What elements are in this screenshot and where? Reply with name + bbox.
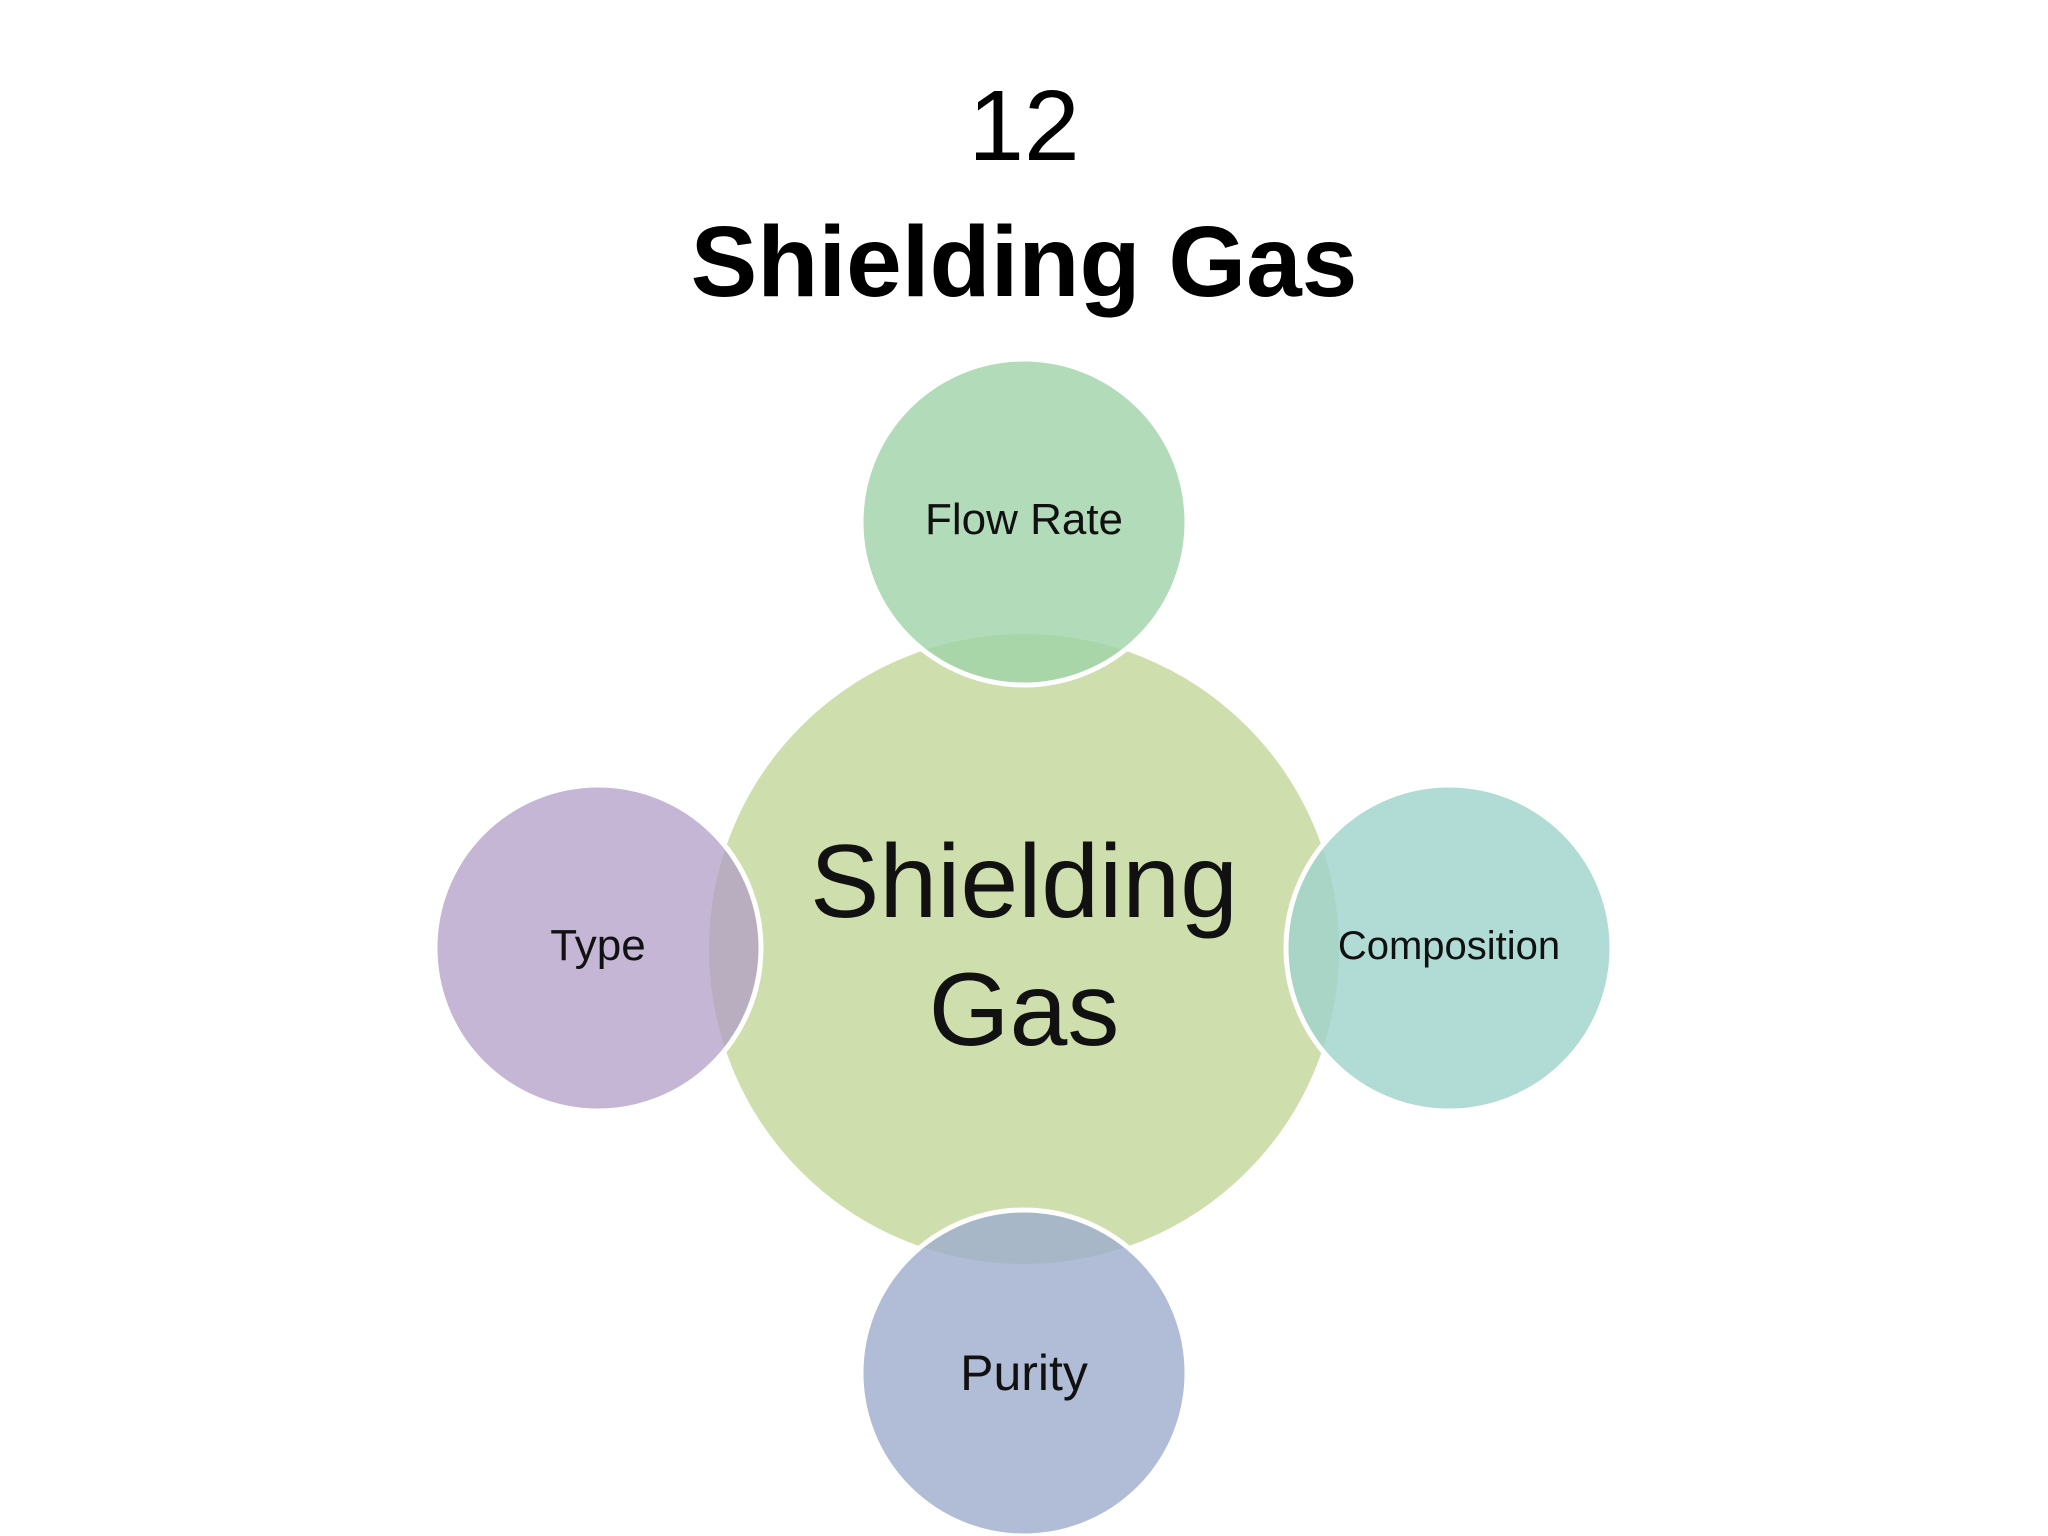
center-label: Shielding Gas bbox=[724, 818, 1324, 1074]
node-label-purity: Purity bbox=[960, 1345, 1088, 1401]
node-circle-right bbox=[1283, 782, 1615, 1114]
center-label-line-1: Shielding bbox=[810, 824, 1238, 940]
node-circle-left bbox=[432, 782, 764, 1114]
slide-number: 12 bbox=[968, 70, 1080, 182]
center-label-line-2: Gas bbox=[928, 952, 1120, 1068]
slide-title: Shielding Gas bbox=[690, 206, 1358, 318]
node-label-type: Type bbox=[550, 921, 646, 970]
node-label-composition: Composition bbox=[1337, 924, 1561, 968]
node-label-flow-rate: Flow Rate bbox=[924, 495, 1124, 544]
node-circle-top bbox=[858, 356, 1190, 688]
node-circle-bottom bbox=[858, 1207, 1190, 1536]
